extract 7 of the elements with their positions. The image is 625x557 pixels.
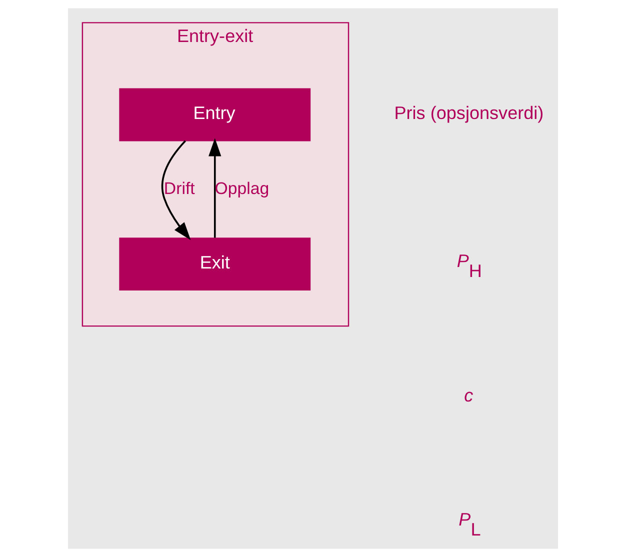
label: Pris (opsjonsverdi) — [394, 102, 544, 123]
edge-label: Drift — [163, 178, 194, 198]
node-box: Entry — [118, 88, 310, 142]
label: c — [464, 385, 473, 406]
arrow — [160, 140, 190, 240]
arrow — [208, 138, 221, 238]
node-box: Exit — [118, 238, 310, 291]
